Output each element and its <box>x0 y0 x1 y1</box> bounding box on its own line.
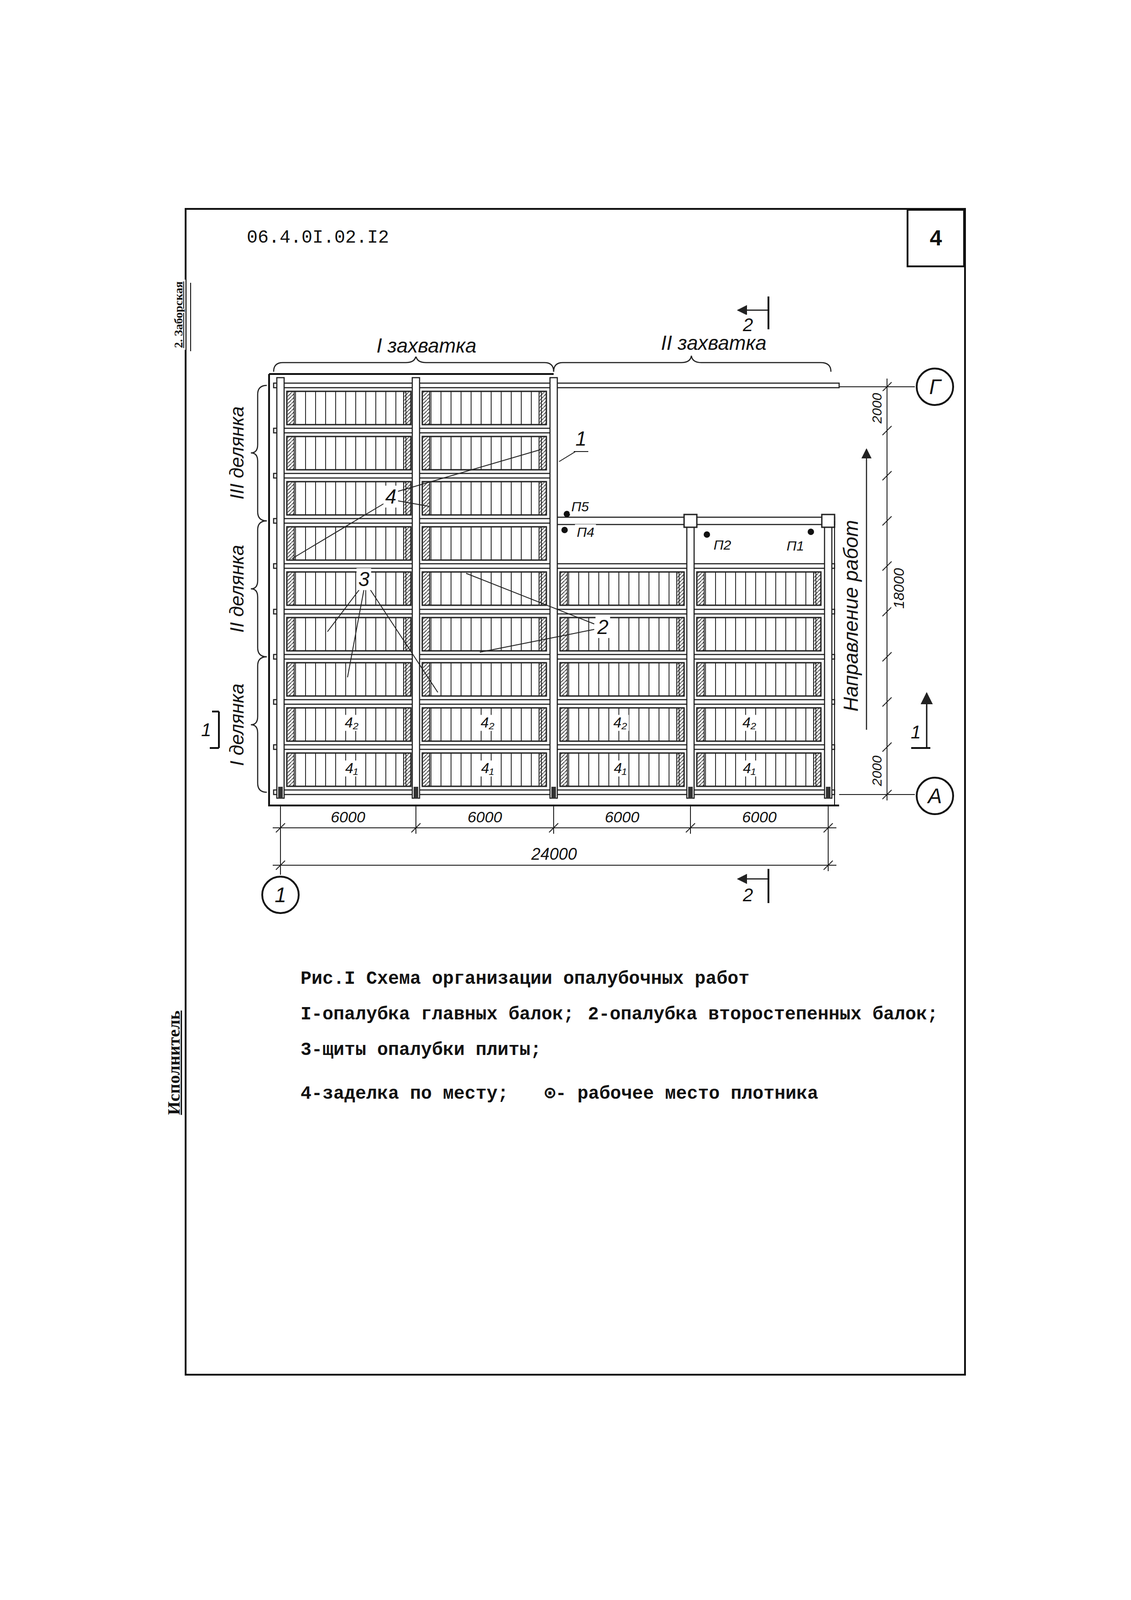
margin-note: Исполнитель <box>164 1008 184 1117</box>
plot-label: III делянка <box>226 404 248 502</box>
section-mark: 2 <box>741 884 755 905</box>
figure-caption: Рис.I Схема организации опалубочных рабо… <box>298 969 752 990</box>
work-direction-arrow <box>866 449 868 730</box>
brackets <box>250 355 831 793</box>
fill-in-label: 4₂ <box>478 714 497 731</box>
section-marks <box>209 296 931 903</box>
node-text: Г <box>928 375 941 399</box>
workplace-label: П4 <box>575 524 597 540</box>
outer-walls <box>269 373 840 806</box>
axis-circle: Г <box>915 367 955 406</box>
dimension-lines <box>272 378 915 875</box>
columns <box>278 514 835 799</box>
dimension-text: 2000 <box>869 391 885 426</box>
dimension-text: 18000 <box>891 566 908 611</box>
sheet-number-box: 4 <box>906 208 965 268</box>
section-mark: 1 <box>199 719 213 740</box>
axis-circle: А <box>915 776 955 815</box>
fill-in-label: 4₂ <box>342 714 361 731</box>
workplace-label: П2 <box>711 537 733 553</box>
fill-in-label: 4₂ <box>611 714 629 731</box>
carpenter-workplaces <box>561 510 815 538</box>
plot-label: I делянка <box>226 681 248 768</box>
dimension-text: 6000 <box>602 808 642 826</box>
fill-in-label: 4₁ <box>479 760 496 777</box>
zone-label: II захватка <box>658 332 768 354</box>
section-mark: 2 <box>741 314 755 335</box>
node-text: А <box>928 784 943 808</box>
section-mark: 1 <box>908 721 923 742</box>
sheet-frame <box>185 208 965 1375</box>
work-direction-label: Направление работ <box>840 518 862 714</box>
margin-note: 2. Заборская <box>172 279 186 350</box>
node-text: 1 <box>274 883 287 907</box>
callout-number: 1 <box>573 427 589 450</box>
legend-note: 2-опалубка второстепенных балок; <box>586 1004 940 1025</box>
fill-in-label: 4₁ <box>343 760 360 777</box>
node-text: 4 <box>929 226 943 251</box>
dimension-text: 24000 <box>529 845 579 864</box>
workplace-label: П5 <box>569 498 591 514</box>
legend-note: 4-заделка по месту; <box>298 1084 511 1105</box>
fill-in-label: 4₁ <box>612 760 629 777</box>
dimension-text: 6000 <box>465 808 504 826</box>
plot-label: II делянка <box>226 543 248 635</box>
callout-number: 4 <box>383 485 399 508</box>
stamp-line <box>190 282 192 352</box>
legend-note: 3-щиты опалубки плиты; <box>298 1040 544 1061</box>
fill-in-label: 4₂ <box>740 714 758 731</box>
fill-in-label: 4₁ <box>741 760 758 777</box>
legend-note: ⊙- рабочее место плотника <box>542 1084 820 1105</box>
axis-circle: 1 <box>261 875 300 914</box>
workplace-label: П1 <box>784 538 806 554</box>
drawing-code: 06.4.0I.02.I2 <box>244 228 391 249</box>
dimension-text: 2000 <box>869 753 885 789</box>
legend-note: I-опалубка главных балок; <box>298 1004 576 1025</box>
dimension-text: 6000 <box>740 808 779 826</box>
callout-number: 3 <box>356 568 372 591</box>
leader-lines <box>291 449 595 693</box>
zone-label: I захватка <box>374 334 478 357</box>
dimension-text: 6000 <box>328 808 368 826</box>
main-beams <box>276 377 832 799</box>
callout-number: 2 <box>595 616 611 639</box>
